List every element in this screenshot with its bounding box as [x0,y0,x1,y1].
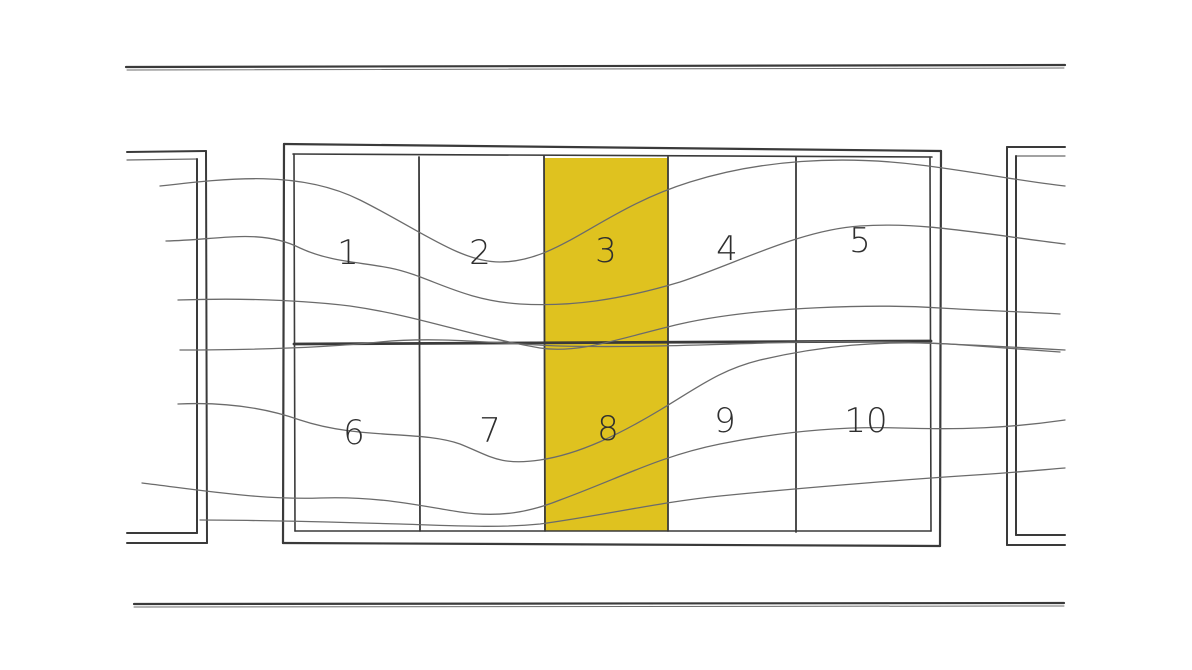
cell-label-4: 4 [716,229,738,269]
cell-label-5: 5 [849,221,871,261]
left-side-panel [126,150,208,544]
highlighted-column [544,158,668,531]
cell-label-9: 9 [714,401,736,441]
cell-label-8: 8 [597,409,619,449]
outer-rails [124,63,1067,608]
cell-label-3: 3 [595,231,617,271]
right-side-panel [1006,146,1066,546]
contour-lines [141,159,1066,527]
cell-label-1: 1 [337,233,359,273]
cell-label-10: 10 [844,401,887,441]
cell-label-6: 6 [343,413,365,453]
cell-label-7: 7 [479,411,501,451]
cell-label-2: 2 [469,233,491,273]
cell-labels: 1 2 3 4 5 6 7 8 9 10 [337,221,887,453]
central-frame [281,142,943,548]
